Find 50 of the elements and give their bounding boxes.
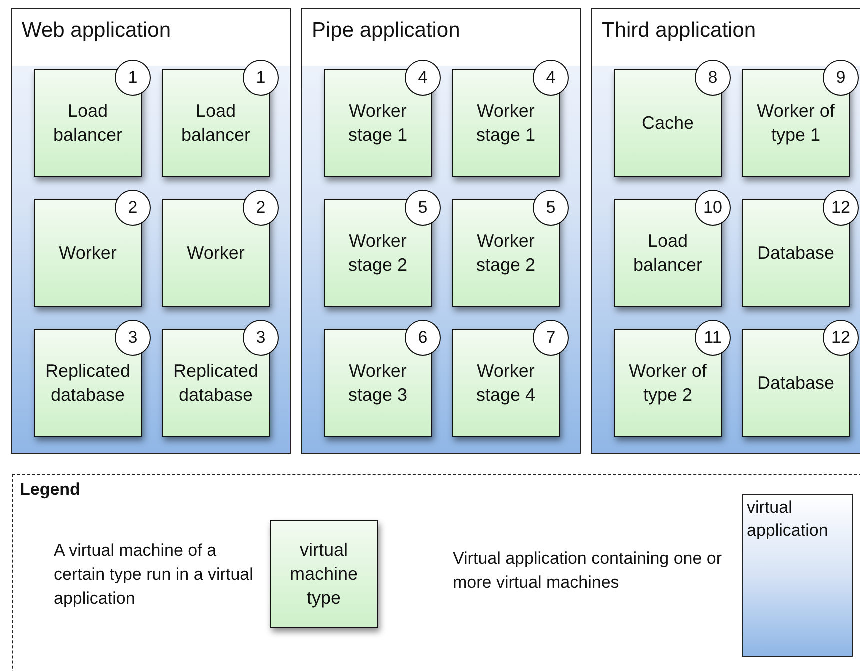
machine-label: Worker stage 2 bbox=[347, 230, 409, 277]
count-badge: 3 bbox=[115, 320, 151, 356]
application-panel bbox=[742, 494, 853, 657]
count-badge: 1 bbox=[243, 60, 279, 96]
count-badge: 4 bbox=[405, 60, 441, 96]
machine-label: virtual machine type bbox=[288, 539, 360, 610]
machine-label: Load balancer bbox=[180, 100, 252, 147]
machine-label: Worker stage 1 bbox=[347, 100, 409, 147]
count-badge: 6 bbox=[405, 320, 441, 356]
count-badge: 1 bbox=[115, 60, 151, 96]
machine-label: Worker stage 4 bbox=[475, 360, 537, 407]
count-badge: 5 bbox=[533, 190, 569, 226]
count-badge: 2 bbox=[243, 190, 279, 226]
application-panel bbox=[591, 8, 860, 454]
machine-label: Worker bbox=[58, 242, 118, 265]
machine-label: Database bbox=[756, 372, 836, 395]
application-panel bbox=[11, 8, 291, 454]
machine-label: Worker of type 1 bbox=[756, 100, 836, 147]
virtual-machine-box bbox=[270, 520, 378, 628]
legend-description: Virtual application containing one or more virtual machines bbox=[453, 548, 723, 594]
count-badge: 12 bbox=[823, 190, 859, 226]
machine-label: Replicated database bbox=[172, 360, 260, 407]
legend-title: Legend bbox=[20, 480, 80, 500]
machine-label: Worker stage 3 bbox=[347, 360, 409, 407]
count-badge: 11 bbox=[695, 320, 731, 356]
count-badge: 2 bbox=[115, 190, 151, 226]
machine-label: Worker stage 2 bbox=[475, 230, 537, 277]
machine-label: Load balancer bbox=[632, 230, 704, 277]
machine-label: Cache bbox=[640, 112, 696, 135]
count-badge: 4 bbox=[533, 60, 569, 96]
count-badge: 3 bbox=[243, 320, 279, 356]
application-panel bbox=[301, 8, 581, 454]
panel-title: Web application bbox=[22, 19, 172, 43]
legend-box bbox=[12, 474, 860, 671]
panel-title: Pipe application bbox=[312, 19, 460, 43]
legend-description: A virtual machine of a certain type run in a virtual application bbox=[54, 540, 254, 610]
machine-label: Worker bbox=[186, 242, 246, 265]
count-badge: 7 bbox=[533, 320, 569, 356]
count-badge: 12 bbox=[823, 320, 859, 356]
count-badge: 5 bbox=[405, 190, 441, 226]
machine-label: Database bbox=[756, 242, 836, 265]
panel-title: virtual application bbox=[747, 497, 830, 542]
machine-label: Load balancer bbox=[52, 100, 124, 147]
panel-title: Third application bbox=[602, 19, 756, 43]
count-badge: 9 bbox=[823, 60, 859, 96]
machine-label: Worker stage 1 bbox=[475, 100, 537, 147]
count-badge: 10 bbox=[695, 190, 731, 226]
machine-label: Worker of type 2 bbox=[628, 360, 708, 407]
machine-label: Replicated database bbox=[44, 360, 132, 407]
count-badge: 8 bbox=[695, 60, 731, 96]
